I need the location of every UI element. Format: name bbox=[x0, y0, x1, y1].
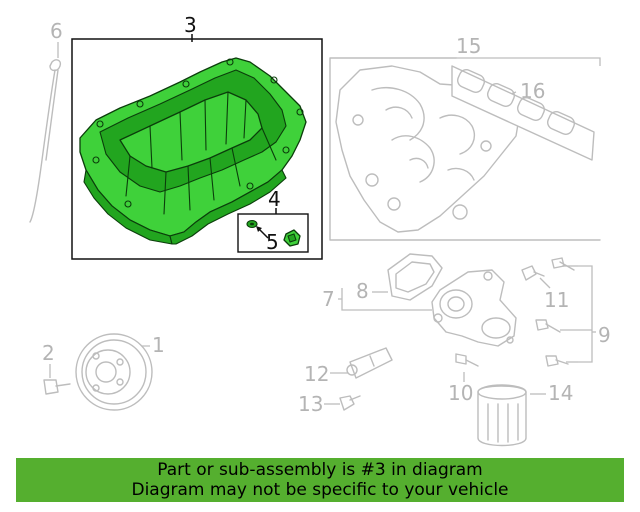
notice-banner: Part or sub-assembly is #3 in diagram Di… bbox=[16, 458, 624, 502]
sensor-part-11[interactable]: 11 bbox=[521, 265, 569, 312]
oil-filter-adapter-part-7[interactable]: 7 bbox=[322, 269, 517, 347]
callout-8: 8 bbox=[356, 279, 369, 303]
oil-pan-part-3[interactable] bbox=[79, 57, 307, 245]
callout-9: 9 bbox=[598, 323, 611, 347]
dipstick-part-6[interactable]: 6 bbox=[29, 19, 63, 223]
bolt-part-13[interactable]: 13 bbox=[298, 392, 361, 416]
banner-line-2: Diagram may not be specific to your vehi… bbox=[131, 480, 509, 500]
callout-7: 7 bbox=[322, 287, 335, 311]
washer-part-5[interactable] bbox=[246, 219, 258, 229]
banner-line-1: Part or sub-assembly is #3 in diagram bbox=[157, 460, 483, 480]
callout-10: 10 bbox=[448, 381, 473, 405]
callout-4: 4 bbox=[268, 187, 281, 211]
callout-13: 13 bbox=[298, 392, 323, 416]
callout-12: 12 bbox=[304, 362, 329, 386]
drain-plug-bolt[interactable] bbox=[283, 229, 301, 247]
crankshaft-pulley-part-1[interactable]: 1 bbox=[75, 333, 165, 411]
gasket-part-8[interactable]: 8 bbox=[356, 253, 443, 303]
bolt-part-10[interactable]: 10 bbox=[448, 353, 479, 405]
oil-pan-group-part-3[interactable]: 3 bbox=[71, 13, 323, 260]
part-4-box bbox=[237, 213, 309, 253]
bolts-part-9[interactable]: 9 bbox=[535, 257, 611, 367]
manifold-gasket-part-16[interactable]: 16 bbox=[451, 65, 595, 161]
callout-11: 11 bbox=[544, 288, 569, 312]
oil-filter-part-14[interactable]: 14 bbox=[477, 381, 573, 447]
callout-5: 5 bbox=[266, 230, 279, 254]
callout-14: 14 bbox=[548, 381, 573, 405]
crank-bolt-part-2[interactable]: 2 bbox=[42, 341, 71, 395]
callout-1: 1 bbox=[152, 333, 165, 357]
part-3-box bbox=[71, 38, 323, 260]
callout-15: 15 bbox=[456, 34, 481, 58]
drain-plug-kit-part-4[interactable]: 4 5 bbox=[237, 187, 309, 254]
fitting-part-12[interactable]: 12 bbox=[304, 347, 393, 386]
callout-6: 6 bbox=[50, 19, 63, 43]
callout-2: 2 bbox=[42, 341, 55, 365]
callout-3: 3 bbox=[184, 13, 197, 37]
intake-manifold-part-15[interactable]: 15 bbox=[329, 34, 601, 241]
